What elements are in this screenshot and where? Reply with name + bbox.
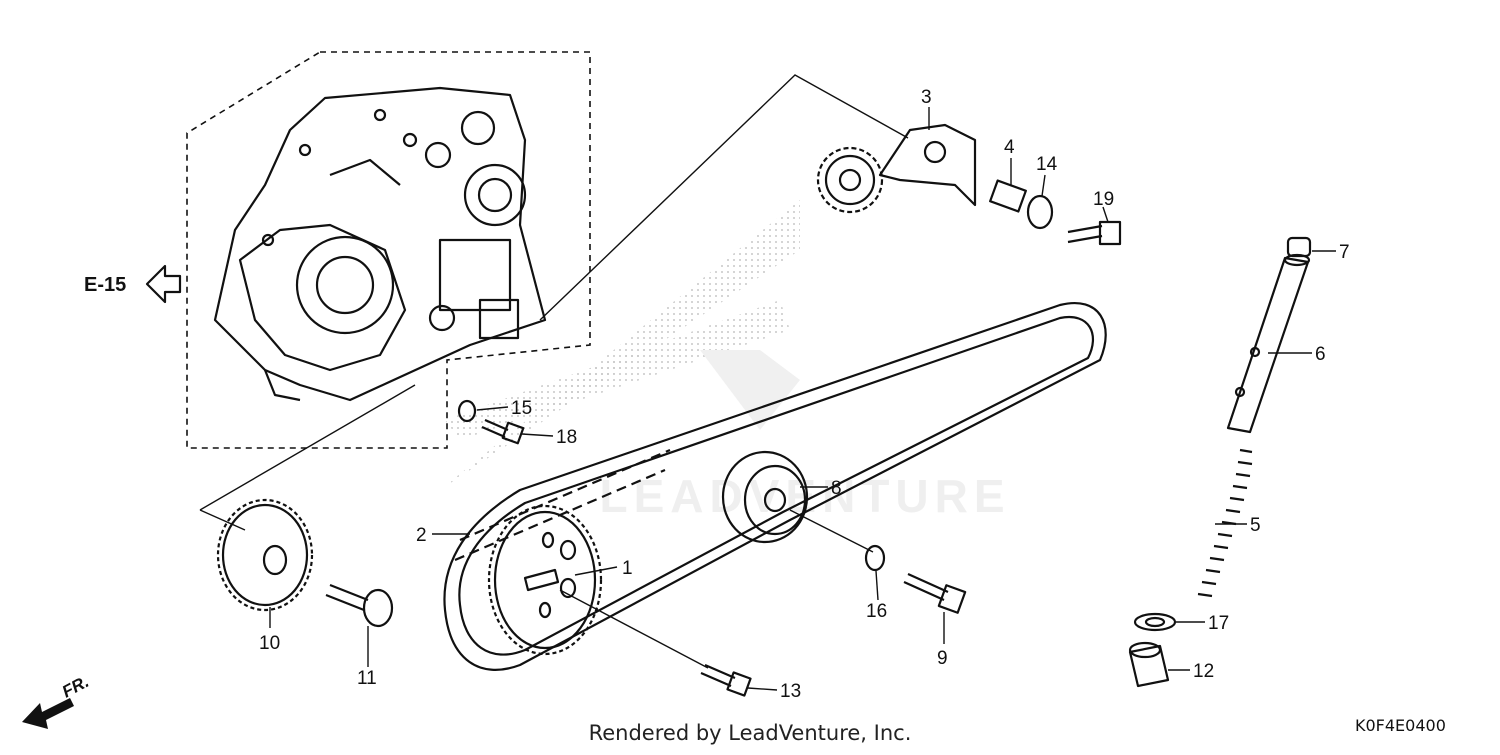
callout-10[interactable]: 10 bbox=[259, 633, 280, 654]
watermark-wing-shape bbox=[440, 200, 800, 490]
part-13-bolt bbox=[700, 663, 752, 697]
watermark-v-shape bbox=[700, 350, 800, 430]
callout-8[interactable]: 8 bbox=[831, 478, 842, 499]
part-12-sealing-bolt bbox=[1128, 641, 1170, 688]
diagram-code: K0F4E0400 bbox=[1355, 716, 1446, 735]
explode-line bbox=[199, 384, 416, 511]
callout-12[interactable]: 12 bbox=[1193, 661, 1214, 682]
callout-3[interactable]: 3 bbox=[921, 87, 932, 108]
callout-13[interactable]: 13 bbox=[780, 681, 801, 702]
front-direction-indicator: FR. bbox=[22, 672, 92, 729]
part-19-bolt bbox=[1067, 220, 1122, 246]
reference-e15[interactable]: E-15 bbox=[84, 264, 182, 304]
callout-11[interactable]: 11 bbox=[357, 668, 377, 689]
part-6-tube bbox=[1226, 253, 1311, 434]
part-16-washer bbox=[864, 544, 886, 572]
callout-14[interactable]: 14 bbox=[1036, 154, 1058, 175]
part-5-spring bbox=[1197, 448, 1253, 598]
part-1-cam-sprocket bbox=[487, 504, 603, 656]
part-10-guide-sprocket bbox=[216, 498, 314, 612]
explode-line bbox=[539, 74, 909, 321]
callout-19[interactable]: 19 bbox=[1093, 189, 1114, 210]
crankcase-illustration bbox=[213, 86, 547, 402]
callout-9[interactable]: 9 bbox=[937, 648, 948, 669]
part-14-washer bbox=[1026, 194, 1054, 230]
callout-7[interactable]: 7 bbox=[1339, 242, 1350, 263]
callout-15[interactable]: 15 bbox=[511, 398, 532, 419]
part-17-washer bbox=[1133, 612, 1177, 632]
callout-4[interactable]: 4 bbox=[1004, 137, 1015, 158]
part-3-tensioner-arm bbox=[816, 123, 977, 214]
part-7-cap bbox=[1286, 236, 1312, 258]
explode-line bbox=[199, 509, 246, 531]
front-label: FR. bbox=[59, 672, 92, 702]
part-15-washer bbox=[457, 399, 477, 423]
arrow-down-left-icon bbox=[22, 698, 74, 729]
part-18-bolt bbox=[481, 418, 525, 445]
watermark-wing-shape bbox=[445, 300, 790, 440]
part-8-tensioner-roller bbox=[721, 450, 809, 544]
callout-6[interactable]: 6 bbox=[1315, 344, 1326, 365]
callout-5[interactable]: 5 bbox=[1250, 515, 1261, 536]
callout-1[interactable]: 1 bbox=[622, 558, 633, 579]
reference-label: E-15 bbox=[84, 274, 126, 296]
part-4-collar bbox=[989, 179, 1027, 213]
callout-16[interactable]: 16 bbox=[866, 601, 887, 622]
callout-leaders bbox=[269, 107, 1336, 691]
footer-credit: Rendered by LeadVenture, Inc. bbox=[589, 721, 912, 745]
arrow-left-icon bbox=[145, 264, 182, 304]
callout-2[interactable]: 2 bbox=[416, 525, 427, 546]
crankcase-group-outline bbox=[186, 51, 591, 449]
part-11-pivot-bolt bbox=[325, 583, 394, 628]
callout-17[interactable]: 17 bbox=[1208, 613, 1229, 634]
part-9-bolt bbox=[903, 572, 967, 614]
callout-18[interactable]: 18 bbox=[556, 427, 577, 448]
